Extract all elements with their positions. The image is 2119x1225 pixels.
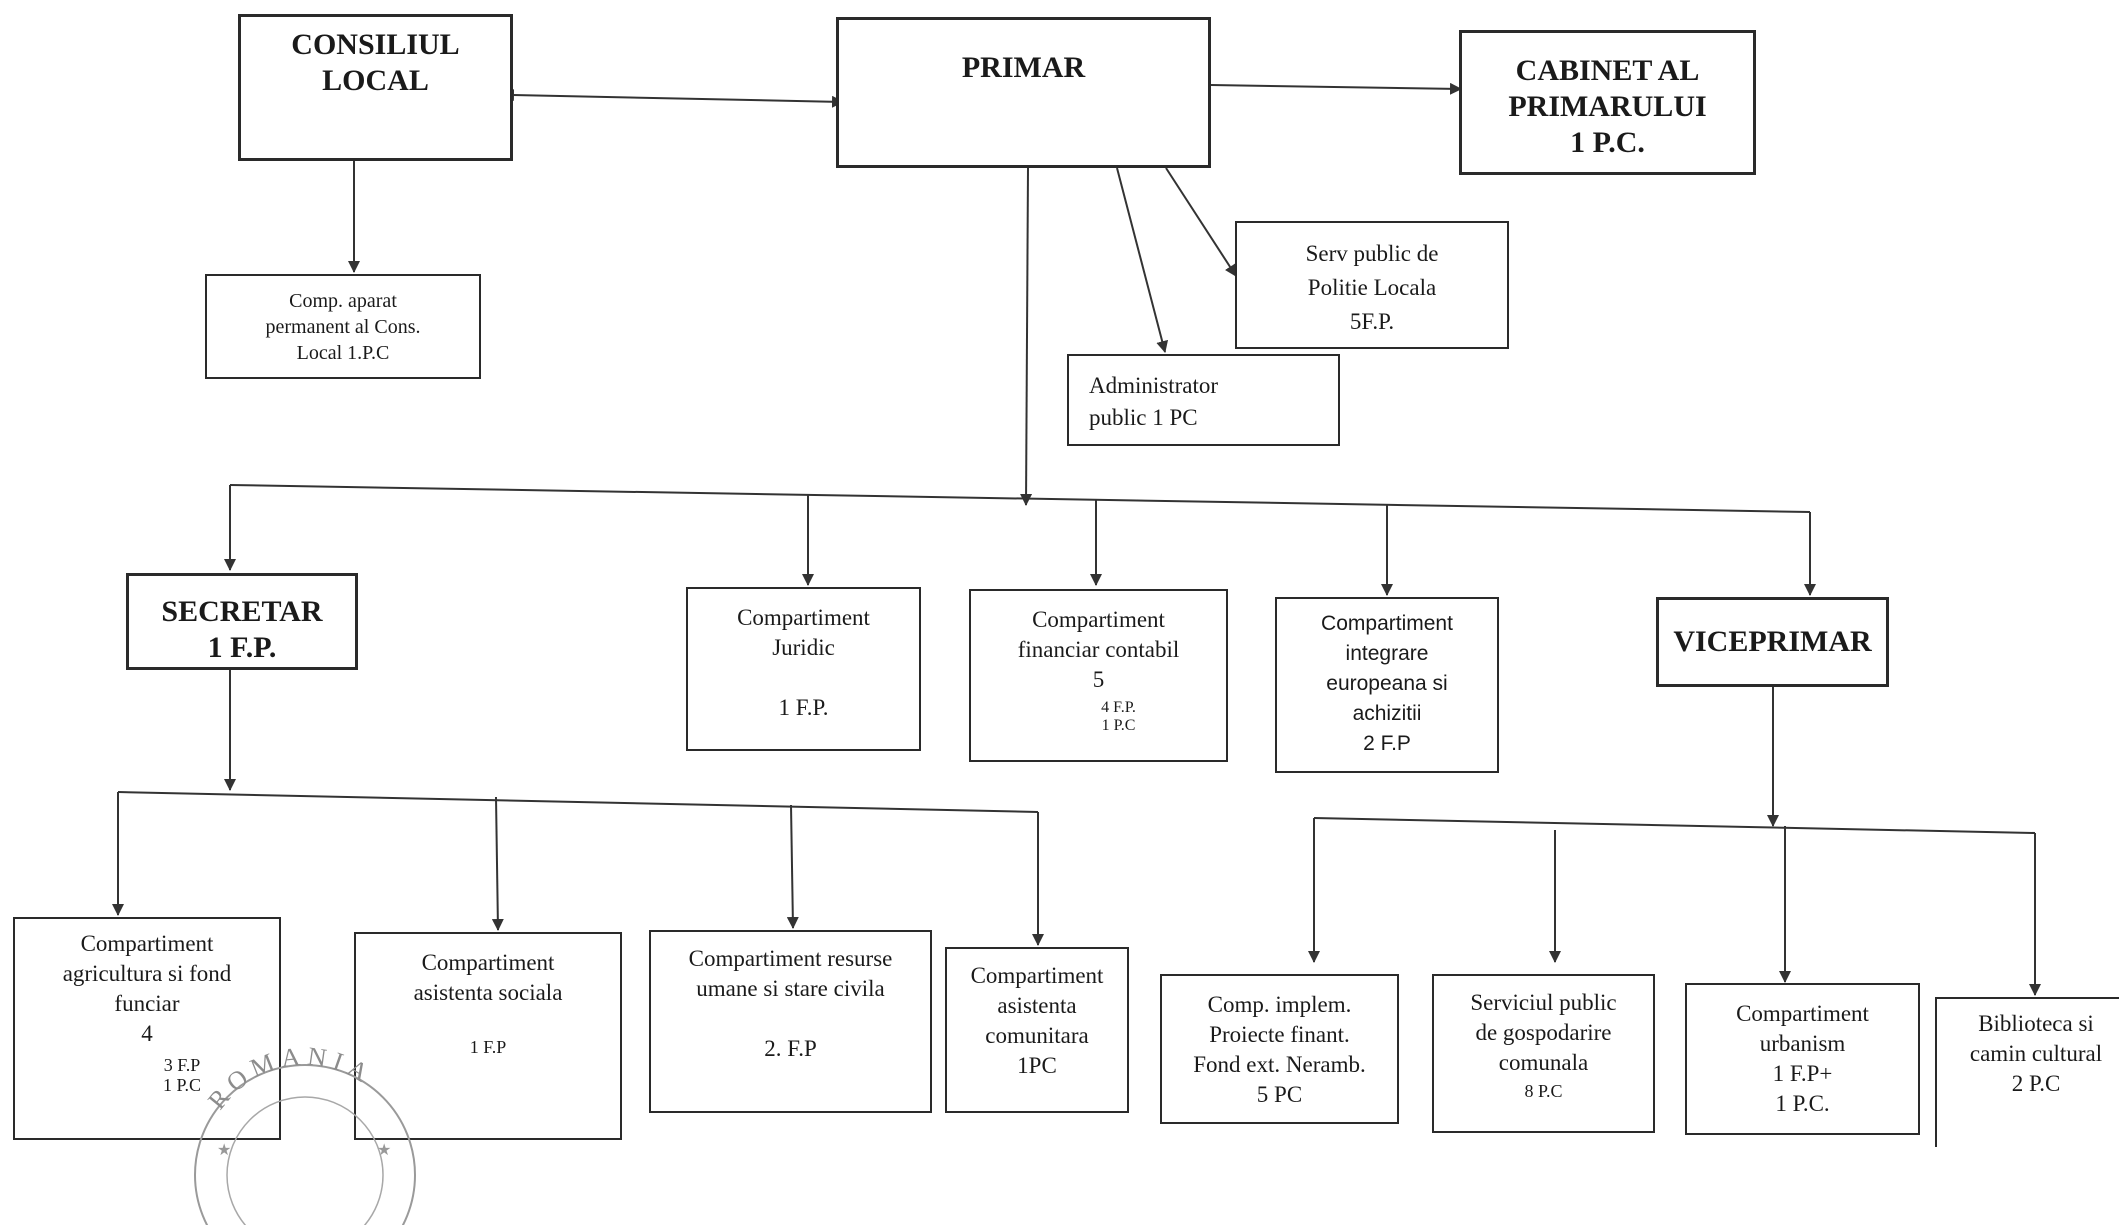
node-label: Administrator public 1 PC [1089,373,1219,430]
org-chart-connectors [112,82,2041,996]
node-administrator: Administrator public 1 PC [1067,354,1340,446]
connector-primar-trunk [1020,167,1033,506]
node-secretar: SECRETAR 1 F.P. [126,573,358,670]
node-label: CABINET AL PRIMARULUI 1 P.C. [1508,54,1707,159]
node-label: Biblioteca si camin cultural 2 P.C [1969,1011,2103,1096]
bus-level-2 [229,484,1811,513]
node-label: Compartiment resurse umane si stare civi… [688,946,893,1061]
node-label: Compartiment asistenta sociala [413,950,563,1005]
node-label: Compartiment financiar contabil 5 [1017,607,1180,692]
node-detail: 8 P.C [1524,1081,1563,1101]
node-consiliul-local: CONSILIUL LOCAL [238,14,513,161]
node-label: Compartiment asistenta comunitara 1PC [970,963,1104,1078]
node-label: Serviciul public de gospodarire comunala [1470,990,1617,1075]
seal-text: ROMANIA [202,1045,372,1115]
node-viceprimar: VICEPRIMAR [1656,597,1889,687]
node-comp-aparat: Comp. aparat permanent al Cons. Local 1.… [205,274,481,379]
node-resurse-umane: Compartiment resurse umane si stare civi… [649,930,932,1113]
node-label: Serv public de Politie Locala 5F.P. [1305,241,1439,334]
node-label: Compartiment agricultura si fond funciar… [62,931,232,1046]
node-label: VICEPRIMAR [1673,625,1872,658]
node-label: PRIMAR [961,51,1086,84]
node-detail: 4 F.P. 1 P.C [1101,699,1136,734]
bus-viceprimar [1313,817,2036,834]
svg-text:ROMANIA: ROMANIA [202,1045,378,1115]
node-urbanism: Compartiment urbanism 1 F.P+ 1 P.C. [1685,983,1920,1135]
node-agricultura: Compartiment agricultura si fond funciar… [13,917,281,1140]
node-primar: PRIMAR [836,17,1211,168]
connector-primar-administrator [1116,167,1169,353]
connector-primar-politie [1165,167,1237,277]
node-juridic: Compartiment Juridic 1 F.P. [686,587,921,751]
node-asistenta-comunitara: Compartiment asistenta comunitara 1PC [945,947,1129,1113]
node-politie-locala: Serv public de Politie Locala 5F.P. [1235,221,1509,349]
node-financiar: Compartiment financiar contabil 5 4 F.P.… [969,589,1228,762]
node-label: Compartiment Juridic 1 F.P. [737,605,870,720]
node-detail: 3 F.P 1 P.C [162,1055,202,1095]
node-asistenta-sociala: Compartiment asistenta sociala 1 F.P [354,932,622,1140]
svg-text:★: ★ [217,1142,231,1159]
node-gospodarire: Serviciul public de gospodarire comunala… [1432,974,1655,1133]
node-label: Compartiment urbanism 1 F.P+ 1 P.C. [1736,1001,1869,1116]
node-label: Comp. aparat permanent al Cons. Local 1.… [265,290,421,364]
svg-text:★: ★ [377,1142,391,1159]
connector-primar-cabinet [1210,82,1462,95]
node-label: Compartiment integrare europeana si achi… [1321,612,1453,755]
node-label: SECRETAR 1 F.P. [161,595,323,664]
node-implementare: Comp. implem. Proiecte finant. Fond ext.… [1160,974,1399,1124]
node-integrare: Compartiment integrare europeana si achi… [1275,597,1499,773]
node-cabinet: CABINET AL PRIMARULUI 1 P.C. [1459,30,1756,175]
bus-secretar [117,791,1039,813]
connector-consiliul-primar [502,89,844,108]
node-label: CONSILIUL LOCAL [291,28,460,97]
node-detail: 1 F.P [469,1037,507,1057]
node-label: Comp. implem. Proiecte finant. Fond ext.… [1193,992,1366,1107]
node-biblioteca: Biblioteca si camin cultural 2 P.C [1935,997,2119,1147]
romania-seal-stamp: ROMANIA ★ ★ [194,1045,416,1225]
